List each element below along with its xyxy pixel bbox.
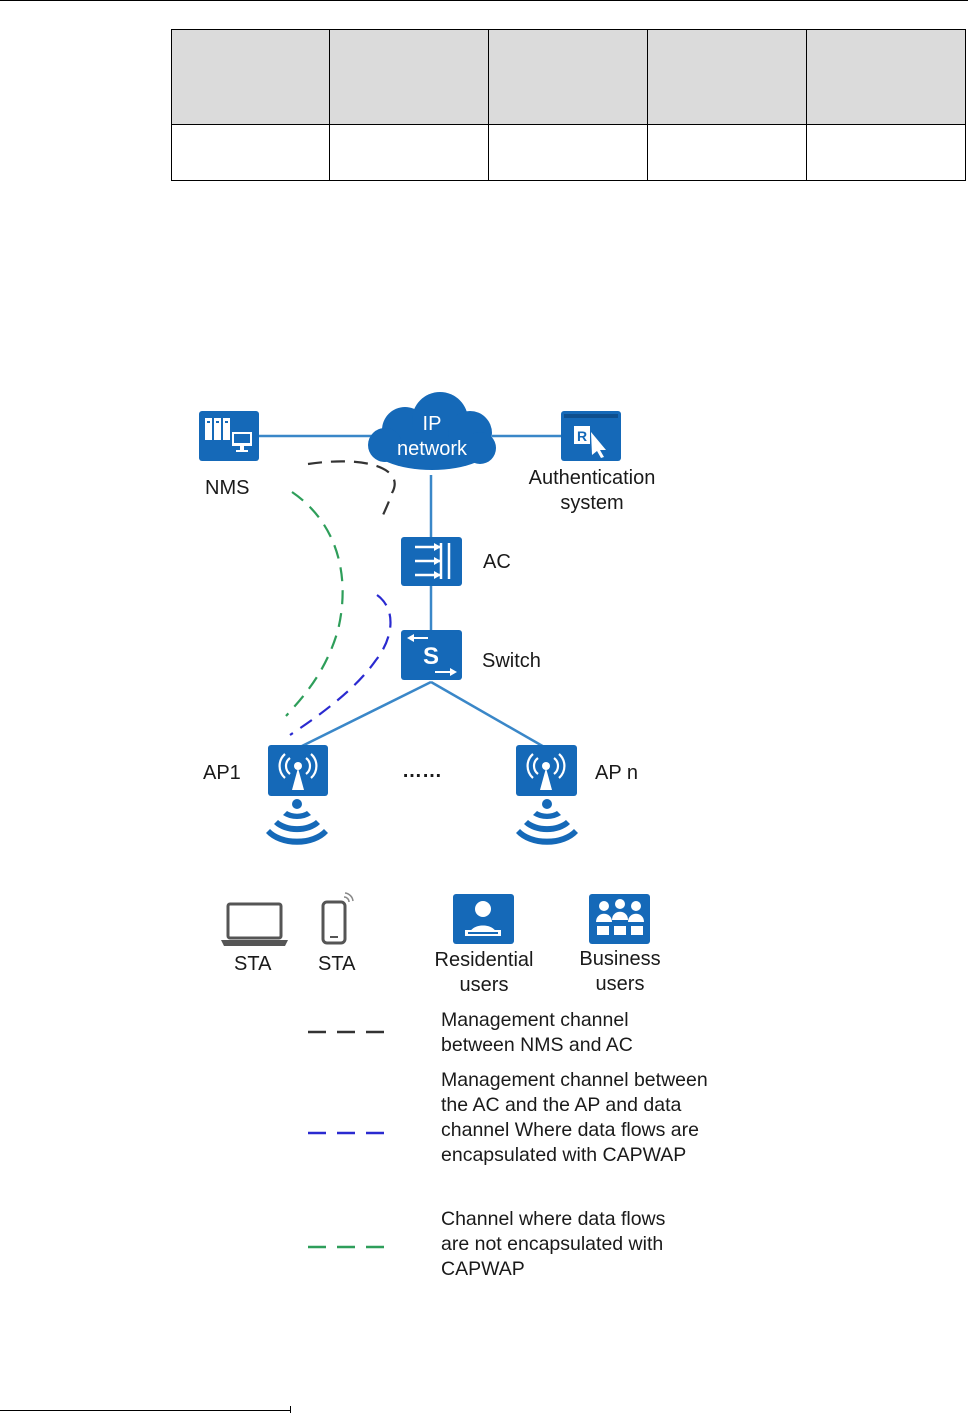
header-table — [171, 29, 966, 181]
table-cell — [171, 124, 330, 181]
table-row — [171, 124, 966, 181]
ip-network-label-line1: IP — [422, 413, 442, 435]
sta-laptop-label: STA — [234, 953, 272, 975]
nms-label: NMS — [205, 477, 250, 499]
table-header-cell — [647, 29, 807, 125]
table-cell — [488, 124, 648, 181]
page-top-rule — [0, 0, 968, 1]
table-header-cell — [806, 29, 966, 125]
residential-user-icon — [453, 894, 514, 944]
ap1-icon — [268, 745, 328, 796]
table-cell — [806, 124, 966, 181]
ac-label: AC — [483, 551, 511, 573]
ac-icon — [401, 537, 462, 586]
ap1-wireless-signal-icon — [266, 799, 328, 845]
ap-ellipsis: …… — [402, 760, 442, 782]
unencapsulated-data-channel — [285, 491, 344, 717]
footer-rule-tick — [290, 1406, 291, 1413]
authentication-system-label-line2: system — [560, 492, 624, 514]
table-header-row — [171, 29, 966, 125]
legend-text-capwap: Management channel between the AC and th… — [441, 1069, 708, 1166]
apn-icon — [516, 745, 577, 796]
laptop-icon — [221, 902, 288, 946]
authentication-system-label: Authentication system — [510, 466, 674, 516]
link-switch-ap1 — [297, 680, 432, 750]
ap1-label: AP1 — [203, 762, 241, 784]
legend-text-management-nms-ac: Management channel between NMS and AC — [441, 1009, 633, 1056]
network-links — [258, 434, 562, 750]
switch-icon: S — [401, 630, 462, 680]
residential-users-label-line2: users — [459, 974, 509, 996]
table-header-cell — [171, 29, 330, 125]
residential-users-label: Residential users — [424, 948, 544, 998]
footer-rule — [0, 1410, 290, 1411]
business-users-label: Business users — [565, 947, 675, 997]
authentication-system-icon: R — [561, 411, 621, 461]
nms-icon — [199, 411, 259, 461]
ip-network-label-line2: network — [396, 438, 468, 460]
svg-text:S: S — [423, 643, 439, 670]
phone-icon — [321, 892, 354, 945]
ip-network-label: IP network — [382, 412, 482, 462]
apn-label: AP n — [595, 762, 638, 784]
authentication-system-label-line1: Authentication — [528, 467, 656, 489]
link-switch-apn — [430, 680, 547, 750]
table-header-cell — [488, 29, 648, 125]
table-cell — [329, 124, 489, 181]
residential-users-label-line1: Residential — [434, 949, 534, 971]
switch-label: Switch — [482, 650, 541, 672]
sta-phone-label: STA — [318, 953, 356, 975]
ip-network-cloud-icon — [368, 392, 496, 470]
svg-text:R: R — [577, 428, 587, 444]
business-users-label-line1: Business — [579, 948, 661, 970]
apn-wireless-signal-icon — [516, 799, 578, 845]
capwap-channel — [289, 594, 392, 736]
business-users-label-line2: users — [595, 973, 645, 995]
nms-ac-management-channel — [307, 460, 396, 521]
business-users-icon — [589, 894, 650, 944]
table-cell — [647, 124, 807, 181]
legend-text-unencapsulated: Channel where data flows are not encapsu… — [441, 1208, 666, 1280]
